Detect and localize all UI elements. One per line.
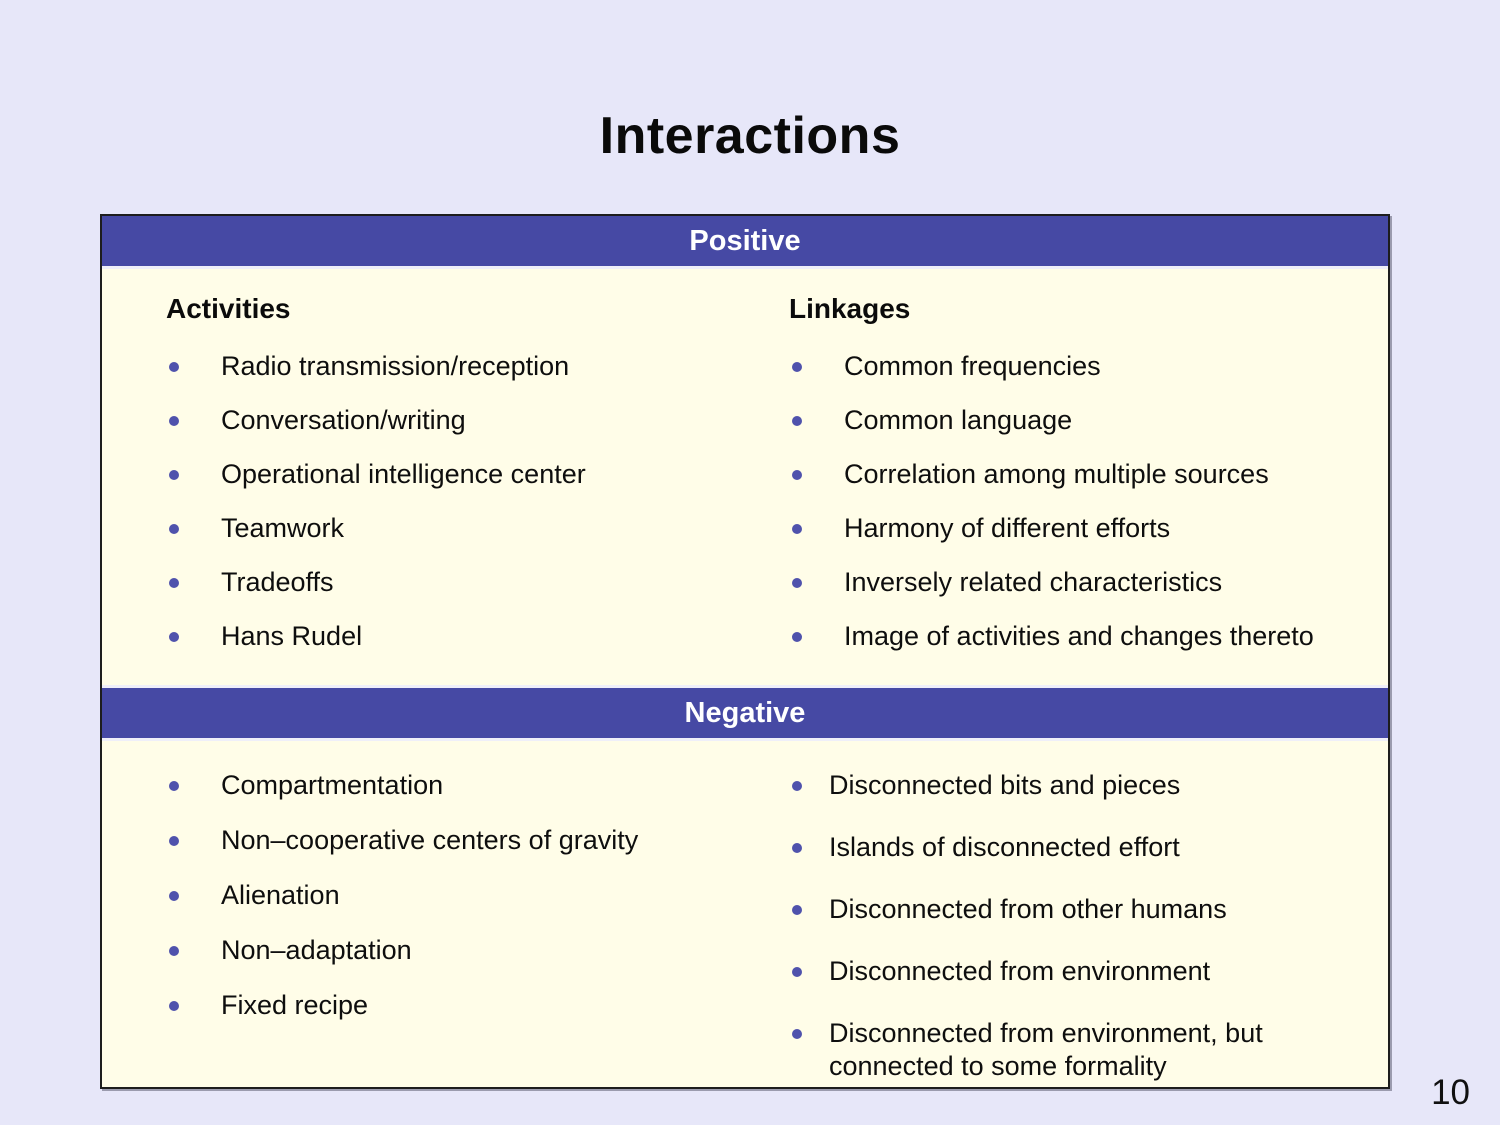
negative-section-body: Compartmentation Non–cooperative centers…	[102, 741, 1388, 1087]
list-item: Operational intelligence center	[166, 458, 733, 491]
column-linkages: Linkages Common frequencies Common langu…	[745, 269, 1388, 685]
activities-list: Radio transmission/reception Conversatio…	[166, 350, 733, 653]
list-item: Disconnected from other humans	[789, 893, 1380, 926]
list-item: Image of activities and changes thereto	[789, 620, 1380, 653]
list-item: Disconnected from environment, but conne…	[789, 1017, 1380, 1083]
section-header-positive: Positive	[102, 216, 1388, 269]
column-negative-right: Disconnected bits and pieces Islands of …	[745, 741, 1388, 1087]
interactions-table: Positive Activities Radio transmission/r…	[100, 214, 1390, 1089]
list-item: Teamwork	[166, 512, 733, 545]
column-heading-linkages: Linkages	[789, 293, 911, 324]
column-negative-left: Compartmentation Non–cooperative centers…	[102, 741, 745, 1087]
section-header-negative: Negative	[102, 685, 1388, 741]
list-item: Hans Rudel	[166, 620, 733, 653]
list-item: Disconnected bits and pieces	[789, 769, 1380, 802]
positive-section-body: Activities Radio transmission/reception …	[102, 269, 1388, 685]
column-heading-activities: Activities	[166, 293, 291, 324]
list-item: Non–adaptation	[166, 934, 733, 967]
negative-left-list: Compartmentation Non–cooperative centers…	[166, 769, 733, 1022]
page-title: Interactions	[599, 107, 901, 165]
negative-right-list: Disconnected bits and pieces Islands of …	[789, 769, 1380, 1083]
list-item: Common frequencies	[789, 350, 1380, 383]
list-item: Tradeoffs	[166, 566, 733, 599]
list-item: Disconnected from environment	[789, 955, 1380, 988]
list-item: Fixed recipe	[166, 989, 733, 1022]
list-item: Common language	[789, 404, 1380, 437]
list-item: Radio transmission/reception	[166, 350, 733, 383]
page-number: 10	[1431, 1073, 1470, 1112]
linkages-list: Common frequencies Common language Corre…	[789, 350, 1380, 653]
list-item: Conversation/writing	[166, 404, 733, 437]
list-item: Islands of disconnected effort	[789, 831, 1380, 864]
list-item: Alienation	[166, 879, 733, 912]
list-item: Harmony of different efforts	[789, 512, 1380, 545]
list-item: Non–cooperative centers of gravity	[166, 824, 733, 857]
list-item: Compartmentation	[166, 769, 733, 802]
list-item: Correlation among multiple sources	[789, 458, 1380, 491]
list-item: Inversely related characteristics	[789, 566, 1380, 599]
column-activities: Activities Radio transmission/reception …	[102, 269, 745, 685]
